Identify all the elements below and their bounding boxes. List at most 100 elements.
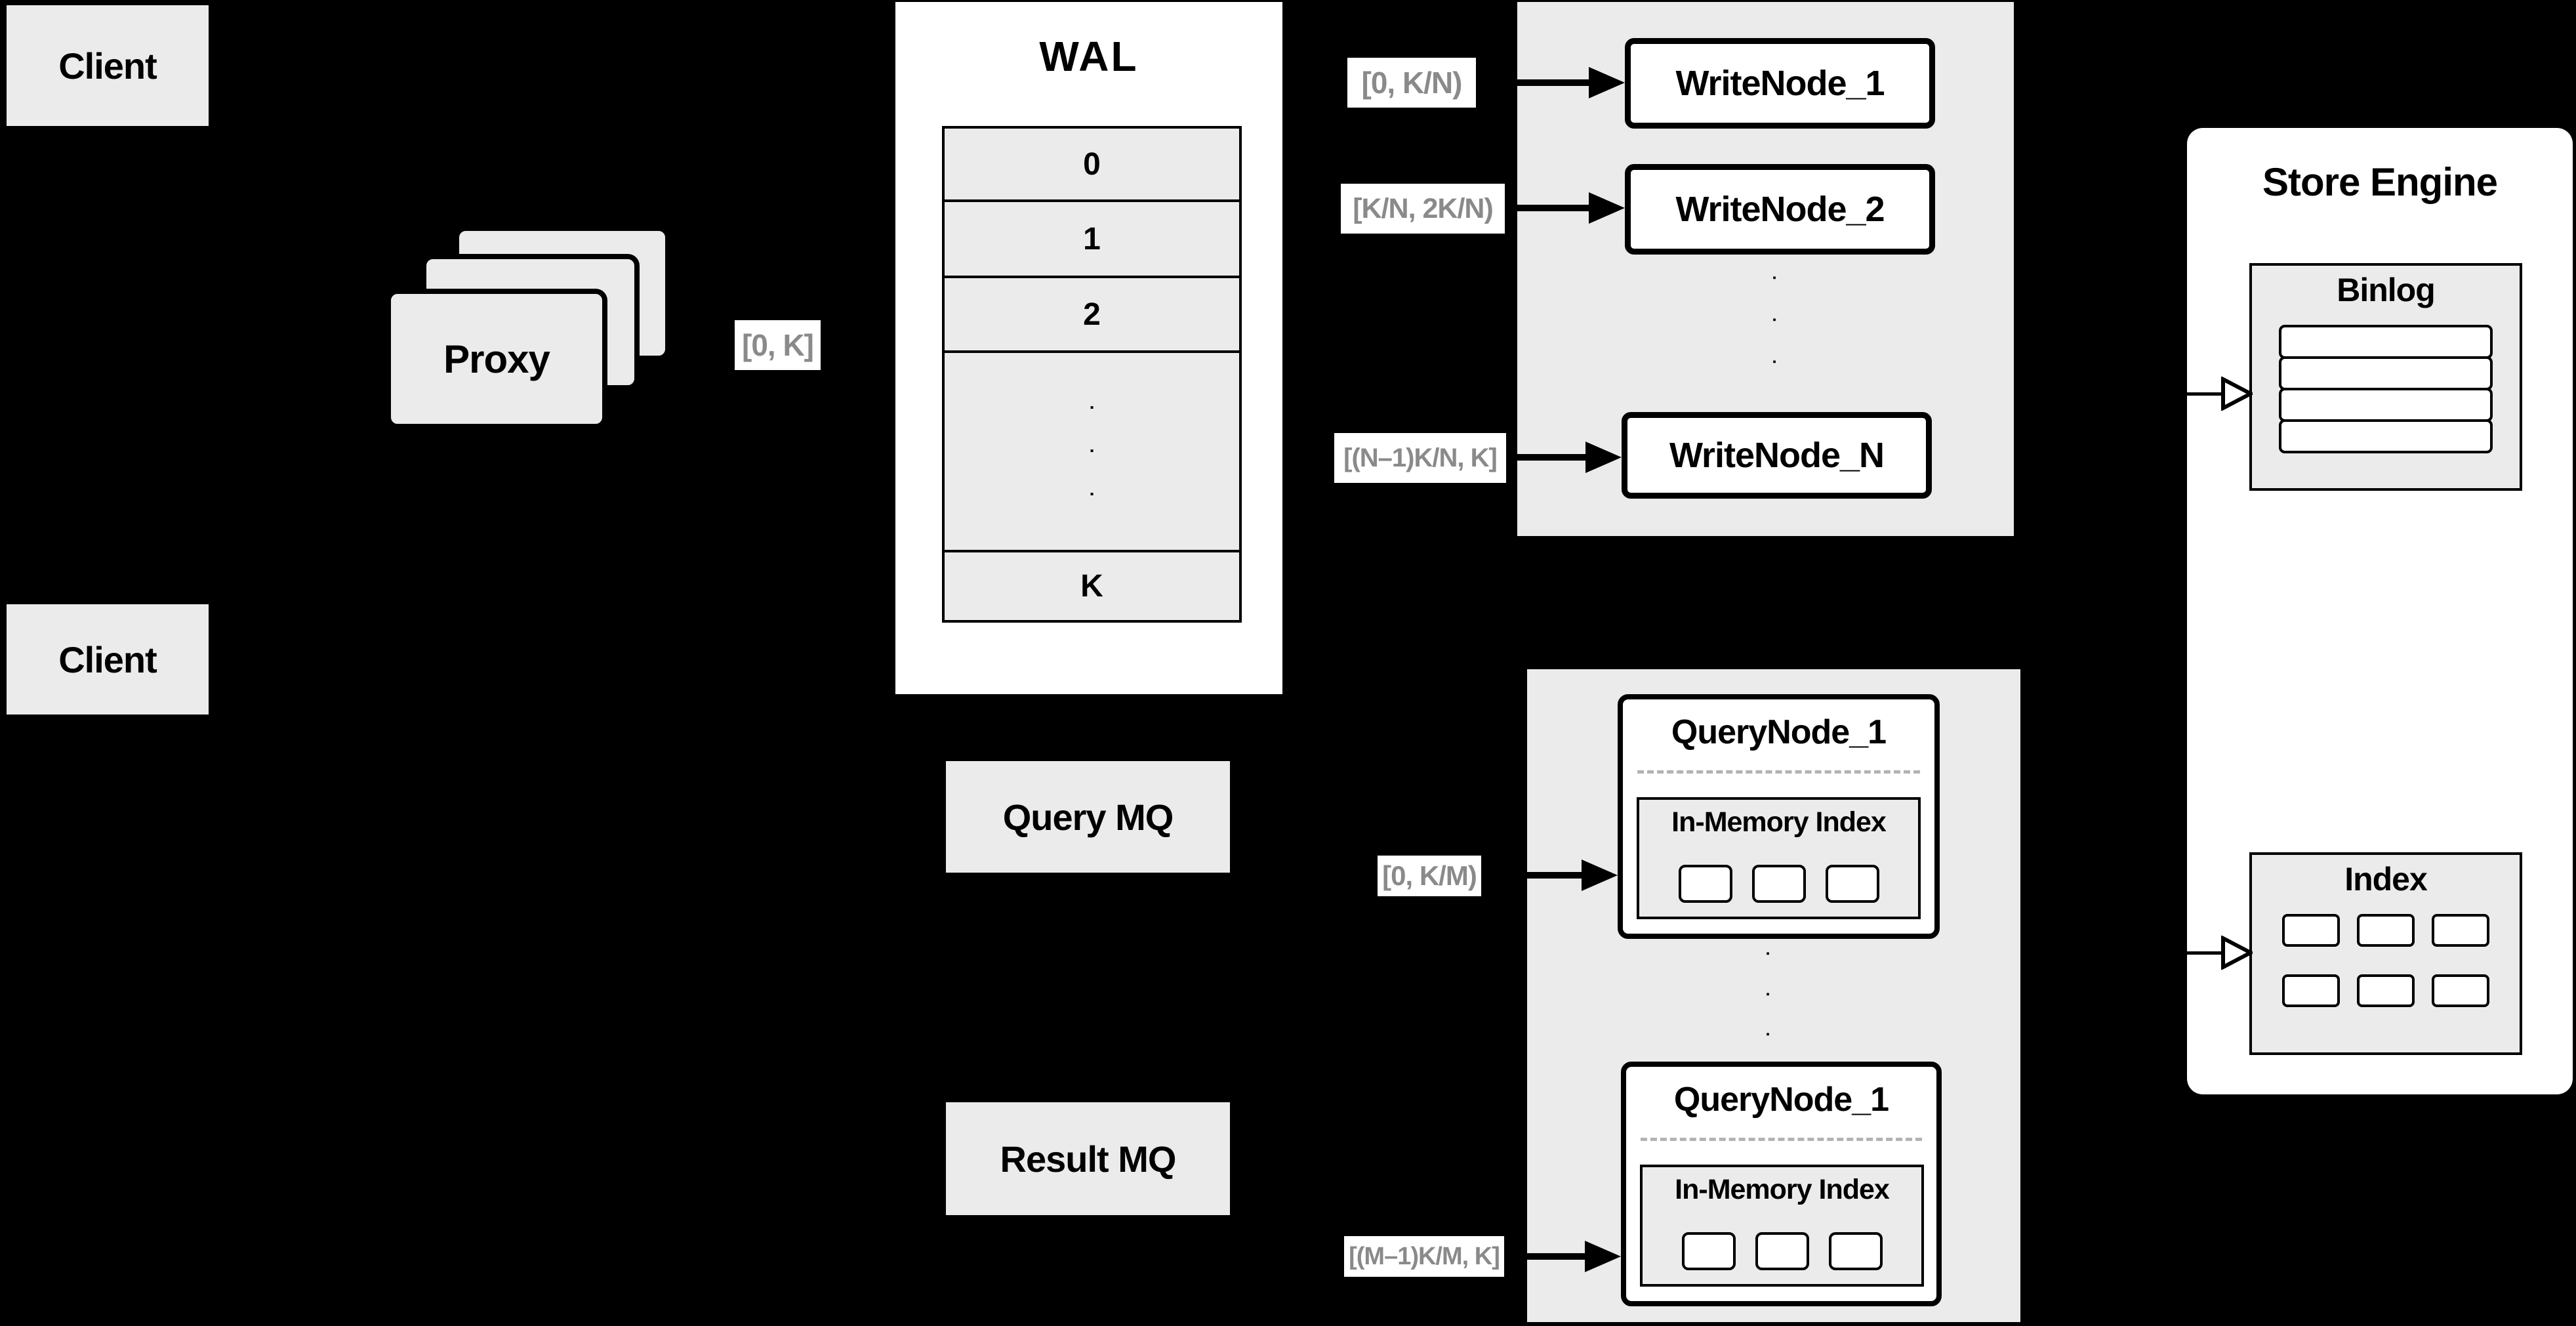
- wal-row-label: 1: [1083, 221, 1101, 257]
- binlog-slot: [2279, 356, 2493, 390]
- arrow-to-writenode-1-head: [1589, 67, 1625, 98]
- dot: ▪: [1772, 314, 1776, 325]
- range-chip-label: [K/N, 2K/N): [1353, 192, 1494, 224]
- in-memory-index-title: In-Memory Index: [1671, 806, 1887, 839]
- in-memory-index-box: In-Memory Index: [1637, 797, 1921, 919]
- binlog-slot: [2279, 388, 2493, 422]
- write-node-label: WriteNode_1: [1675, 64, 1885, 103]
- binlog-box: Binlog: [2249, 263, 2522, 491]
- query-node-title-text: QueryNode_1: [1671, 713, 1887, 751]
- query-node-title: QueryNode_1: [1623, 713, 1934, 752]
- range-chip-label: [0, K/M): [1382, 860, 1477, 891]
- result-mq-label: Result MQ: [1000, 1138, 1177, 1180]
- client-box-top: Client: [7, 5, 209, 126]
- range-chip-query-m: [(M–1)K/M, K]: [1344, 1236, 1504, 1277]
- arrow-to-writenode-1-line: [1476, 79, 1590, 86]
- wal-row-1: 1: [945, 202, 1239, 278]
- range-chip-query-1: [0, K/M): [1378, 856, 1481, 896]
- client-label: Client: [58, 45, 157, 87]
- dot: ▪: [1090, 445, 1094, 457]
- wal-title: WAL: [895, 2, 1282, 81]
- range-chip-proxy-out: [0, K]: [735, 320, 821, 370]
- write-node-label: WriteNode_2: [1675, 190, 1885, 229]
- segment-cell: [1755, 1232, 1809, 1270]
- query-node-bottom: QueryNode_1 In-Memory Index: [1621, 1062, 1942, 1306]
- wal-row-ellipsis: ▪ ▪ ▪: [945, 353, 1239, 552]
- arrow-to-binlog-head: [2221, 377, 2253, 411]
- wal-row-label: K: [1080, 569, 1103, 604]
- range-chip-write-2: [K/N, 2K/N): [1341, 184, 1505, 234]
- binlog-slots: [2279, 325, 2493, 453]
- wal-table: 0 1 2 ▪ ▪ ▪ K: [942, 126, 1242, 623]
- dot: ▪: [1766, 988, 1770, 1000]
- proxy-card-front: Proxy: [386, 289, 607, 429]
- ellipsis-vertical: ▪ ▪ ▪: [1738, 948, 1797, 1040]
- dashed-divider: [1637, 770, 1920, 774]
- write-node-1: WriteNode_1: [1625, 38, 1935, 129]
- wal-row-0: 0: [945, 129, 1239, 202]
- query-mq-box: Query MQ: [946, 761, 1230, 873]
- binlog-slot: [2279, 419, 2493, 453]
- segment-cell: [1751, 865, 1806, 903]
- binlog-title-text: Binlog: [2337, 272, 2436, 308]
- dot: ▪: [1090, 489, 1094, 500]
- dot: ▪: [1772, 272, 1776, 283]
- in-memory-index-title: In-Memory Index: [1675, 1174, 1890, 1206]
- ellipsis-vertical: ▪ ▪ ▪: [1090, 402, 1094, 501]
- proxy-label: Proxy: [443, 337, 550, 381]
- in-memory-index-title-text: In-Memory Index: [1671, 806, 1887, 838]
- result-mq-box: Result MQ: [946, 1102, 1230, 1215]
- store-engine-title: Store Engine: [2187, 128, 2573, 205]
- query-node-title-text: QueryNode_1: [1673, 1081, 1889, 1119]
- client-label: Client: [58, 638, 157, 680]
- range-chip-write-n: [(N–1)K/N, K]: [1334, 433, 1506, 483]
- arrow-to-querynode-bottom-head: [1585, 1241, 1621, 1272]
- range-chip-label: [0, K]: [742, 328, 814, 362]
- dot: ▪: [1090, 402, 1094, 413]
- segment-cell: [1825, 865, 1879, 903]
- index-cell: [2357, 974, 2415, 1007]
- write-node-2: WriteNode_2: [1625, 164, 1935, 255]
- arrow-to-index-head: [2221, 936, 2253, 970]
- wal-row-label: 0: [1083, 146, 1101, 182]
- arrow-to-writenode-2-line: [1505, 205, 1590, 211]
- query-node-title: QueryNode_1: [1626, 1080, 1936, 1119]
- wal-row-2: 2: [945, 278, 1239, 353]
- range-chip-label: [(M–1)K/M, K]: [1349, 1242, 1500, 1270]
- client-box-bottom: Client: [7, 604, 209, 715]
- ellipsis-vertical: ▪ ▪ ▪: [1745, 272, 1804, 367]
- arrow-to-binlog-line: [2159, 392, 2222, 396]
- segment-cell: [1828, 1232, 1883, 1270]
- index-box: Index: [2249, 852, 2522, 1055]
- write-node-label: WriteNode_N: [1669, 436, 1885, 475]
- segment-cell: [1681, 1232, 1736, 1270]
- segment-cell: [1678, 865, 1732, 903]
- in-memory-index-title-text: In-Memory Index: [1675, 1174, 1890, 1205]
- arrow-to-writenode-n-line: [1506, 454, 1587, 461]
- arrow-to-querynode-bottom-line: [1504, 1253, 1586, 1260]
- query-mq-label: Query MQ: [1002, 796, 1174, 838]
- arrow-to-writenode-2-head: [1589, 192, 1625, 224]
- binlog-slot: [2279, 325, 2493, 359]
- wal-title-text: WAL: [1039, 33, 1139, 80]
- range-chip-label: [0, K/N): [1361, 66, 1463, 100]
- index-cell: [2282, 914, 2340, 947]
- arrow-to-index-line: [2159, 951, 2222, 955]
- binlog-title: Binlog: [2337, 271, 2436, 309]
- range-chip-label: [(N–1)K/N, K]: [1343, 443, 1498, 472]
- in-memory-index-cells: [1681, 1232, 1883, 1270]
- index-cell: [2282, 974, 2340, 1007]
- wal-row-label: 2: [1083, 297, 1101, 332]
- wal-row-k: K: [945, 552, 1239, 620]
- query-node-top: QueryNode_1 In-Memory Index: [1618, 694, 1940, 939]
- index-cell: [2357, 914, 2415, 947]
- dashed-divider: [1641, 1138, 1922, 1141]
- index-title-text: Index: [2344, 861, 2428, 898]
- dot: ▪: [1772, 356, 1776, 367]
- arrow-to-querynode-top-line: [1481, 872, 1583, 879]
- index-cell: [2432, 974, 2489, 1007]
- index-title: Index: [2344, 860, 2428, 898]
- index-cell: [2432, 914, 2489, 947]
- arrow-to-querynode-top-head: [1582, 860, 1618, 891]
